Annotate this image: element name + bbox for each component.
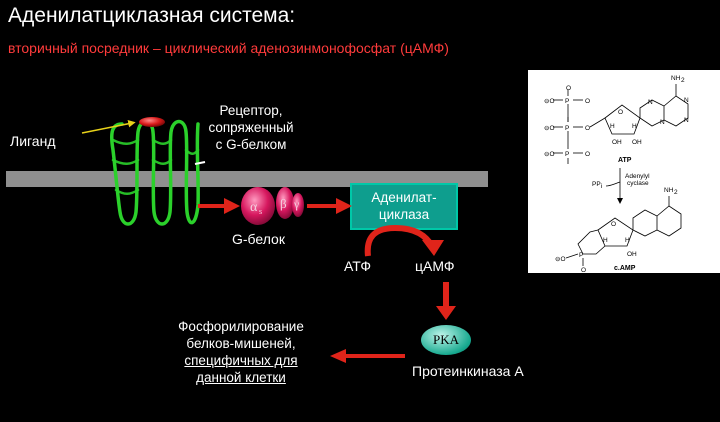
- svg-text:i: i: [601, 183, 602, 190]
- atp-structure: [553, 84, 689, 164]
- ligand-pointer-arrow: [81, 120, 136, 134]
- structure-panel: [528, 70, 720, 273]
- svg-text:N: N: [660, 119, 665, 126]
- svg-text:OH: OH: [627, 251, 637, 258]
- svg-text:cyclase: cyclase: [627, 180, 649, 187]
- svg-text:O: O: [566, 85, 571, 92]
- atp-conversion-arc: [364, 224, 435, 257]
- g-alpha-label: α: [250, 200, 258, 215]
- svg-text:⊖O: ⊖O: [555, 256, 566, 263]
- svg-text:N: N: [684, 97, 689, 104]
- svg-text:P: P: [565, 125, 569, 132]
- svg-text:H: H: [632, 123, 637, 130]
- svg-text:N: N: [648, 99, 653, 106]
- ligand-label: Лиганд: [10, 133, 56, 149]
- atp-caption: ATP: [618, 157, 632, 164]
- ligand: [139, 117, 165, 127]
- page-subtitle: вторичный посредник – циклический аденоз…: [8, 40, 449, 56]
- g-alpha-subunit: [241, 187, 275, 225]
- camp-caption: c.AMP: [614, 265, 636, 272]
- svg-text:Adenylyl: Adenylyl: [625, 173, 650, 180]
- svg-text:OH: OH: [632, 139, 642, 146]
- svg-text:⊖O: ⊖O: [544, 98, 555, 105]
- svg-text:P: P: [579, 252, 583, 259]
- svg-text:OH: OH: [612, 139, 622, 146]
- pka-label: Протеинкиназа А: [412, 363, 524, 379]
- svg-text:O: O: [618, 109, 623, 116]
- svg-text:2: 2: [681, 77, 685, 84]
- svg-text:O: O: [581, 267, 586, 274]
- svg-text:O: O: [611, 221, 616, 228]
- svg-text:P: P: [565, 98, 569, 105]
- svg-text:N: N: [684, 117, 689, 124]
- g-alpha-sub: s: [259, 207, 262, 216]
- receptor-label: Рецептор, сопряженный с G-белком: [208, 103, 294, 152]
- g-gamma-label: γ: [293, 197, 300, 211]
- svg-text:⊖O: ⊖O: [544, 151, 555, 158]
- g-protein-label: G-белок: [232, 231, 285, 247]
- receptor-pointer: [194, 161, 206, 165]
- svg-text:PP: PP: [592, 181, 601, 188]
- camp-label: цАМФ: [415, 258, 455, 274]
- svg-text:O: O: [585, 125, 590, 132]
- svg-text:O: O: [585, 151, 590, 158]
- gpcr-receptor: [109, 119, 200, 226]
- camp-structure: [565, 196, 682, 266]
- g-beta-subunit: [276, 187, 294, 219]
- svg-text:2: 2: [674, 189, 678, 196]
- svg-text:H: H: [625, 237, 630, 244]
- svg-text:O: O: [585, 98, 590, 105]
- page-title: Аденилатциклазная система:: [8, 4, 296, 27]
- pka-node: [421, 325, 471, 355]
- svg-text:⊖O: ⊖O: [544, 125, 555, 132]
- adenylate-cyclase-label: Аденилат- циклаза: [371, 190, 437, 222]
- svg-text:P: P: [565, 151, 569, 158]
- effect-label: Фосфорилирование белков-мишеней, специфи…: [178, 319, 304, 385]
- svg-text:H: H: [603, 237, 608, 244]
- svg-text:NH: NH: [664, 187, 674, 194]
- pka-node-label: PKA: [432, 332, 459, 347]
- svg-text:H: H: [610, 123, 615, 130]
- svg-text:NH: NH: [671, 75, 681, 82]
- atp-label: АТФ: [344, 258, 371, 274]
- g-beta-label: β: [280, 196, 287, 211]
- camp-arrowhead: [422, 240, 444, 256]
- g-gamma-subunit: [292, 193, 304, 217]
